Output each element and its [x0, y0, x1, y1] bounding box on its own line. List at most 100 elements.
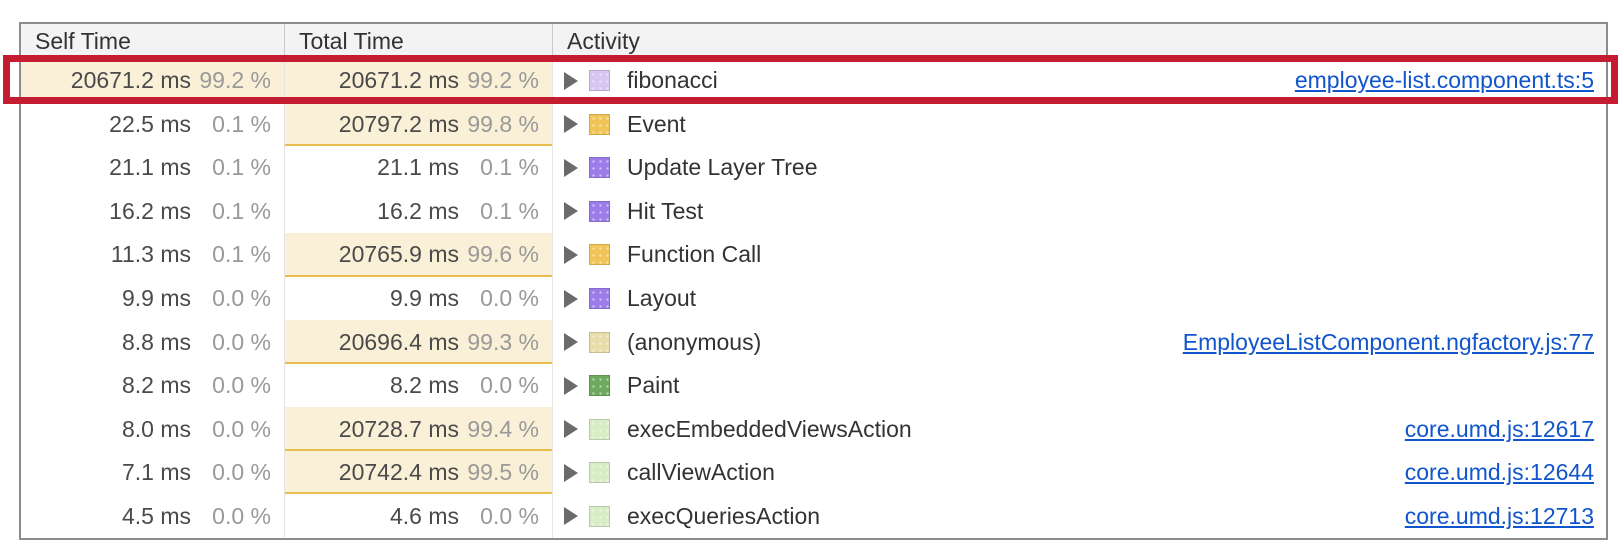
- total-time-value: 20728.7 ms: [338, 415, 459, 442]
- table-row[interactable]: 8.2 ms 0.0 % 8.2 ms 0.0 % Paint: [21, 363, 1606, 408]
- self-time-cell: 7.1 ms 0.0 %: [21, 450, 285, 495]
- self-time-cell: 9.9 ms 0.0 %: [21, 276, 285, 321]
- self-time-percent: 0.0 %: [212, 459, 271, 486]
- activity-cell: Update Layer Tree: [553, 146, 1606, 190]
- column-header-activity[interactable]: Activity: [567, 27, 640, 54]
- source-link[interactable]: core.umd.js:12644: [1404, 459, 1594, 486]
- self-time-percent: 0.0 %: [212, 502, 271, 529]
- total-time-cell: 4.6 ms 0.0 %: [285, 494, 553, 539]
- total-time-value: 8.2 ms: [389, 372, 459, 399]
- total-time-value: 4.6 ms: [389, 502, 459, 529]
- table-row[interactable]: 20671.2 ms 99.2 % 20671.2 ms 99.2 % fibo…: [21, 59, 1606, 103]
- rendering-purple-swatch-icon: [589, 200, 610, 222]
- bottom-up-table: Self Time Total Time Activity 20671.2 ms…: [19, 22, 1608, 540]
- expand-arrow-icon[interactable]: [564, 202, 578, 221]
- self-time-value: 11.3 ms: [110, 241, 191, 268]
- table-row[interactable]: 7.1 ms 0.0 % 20742.4 ms 99.5 % callViewA…: [21, 450, 1606, 495]
- table-row[interactable]: 8.8 ms 0.0 % 20696.4 ms 99.3 % (anonymou…: [21, 320, 1606, 364]
- total-time-cell: 20696.4 ms 99.3 %: [285, 320, 553, 364]
- self-time-cell: 8.0 ms 0.0 %: [21, 407, 285, 451]
- total-time-percent: 99.5 %: [467, 459, 539, 486]
- expand-arrow-icon[interactable]: [564, 158, 578, 177]
- js-frame-purple-swatch-icon: [589, 70, 610, 92]
- total-time-value: 21.1 ms: [377, 154, 459, 181]
- activity-label: Event: [627, 110, 686, 137]
- source-link[interactable]: core.umd.js:12617: [1404, 415, 1594, 442]
- source-link[interactable]: core.umd.js:12713: [1404, 502, 1594, 529]
- activity-label: execQueriesAction: [627, 502, 821, 529]
- total-time-value: 9.9 ms: [389, 285, 459, 311]
- total-time-percent: 0.1 %: [480, 154, 539, 181]
- self-time-value: 8.2 ms: [121, 372, 191, 399]
- expand-arrow-icon[interactable]: [564, 245, 578, 264]
- activity-cell: execQueriesAction core.umd.js:12713: [553, 494, 1606, 538]
- self-time-percent: 0.0 %: [212, 372, 271, 399]
- activity-label: Hit Test: [627, 197, 704, 224]
- column-header-self-time[interactable]: Self Time: [21, 24, 285, 58]
- self-time-percent: 0.1 %: [212, 197, 271, 224]
- self-time-value: 8.0 ms: [121, 415, 191, 442]
- js-frame-beige-swatch-icon: [589, 331, 610, 353]
- activity-label: Paint: [627, 372, 680, 399]
- js-frame-green-swatch-icon: [589, 505, 610, 527]
- total-time-value: 20797.2 ms: [338, 110, 459, 137]
- table-row[interactable]: 4.5 ms 0.0 % 4.6 ms 0.0 % execQueriesAct…: [21, 494, 1606, 539]
- total-time-percent: 99.4 %: [467, 415, 539, 442]
- total-time-value: 20742.4 ms: [338, 459, 459, 486]
- table-row[interactable]: 9.9 ms 0.0 % 9.9 ms 0.0 % Layout: [21, 276, 1606, 321]
- source-link[interactable]: employee-list.component.ts:5: [1294, 67, 1594, 94]
- self-time-percent: 0.0 %: [212, 328, 271, 355]
- expand-arrow-icon[interactable]: [564, 463, 578, 482]
- total-time-cell: 9.9 ms 0.0 %: [285, 276, 553, 321]
- total-time-percent: 0.1 %: [480, 197, 539, 224]
- source-link[interactable]: EmployeeListComponent.ngfactory.js:77: [1182, 328, 1594, 355]
- total-time-cell: 20797.2 ms 99.8 %: [285, 102, 553, 147]
- expand-arrow-icon[interactable]: [564, 420, 578, 439]
- activity-cell: Hit Test: [553, 190, 1606, 234]
- total-time-value: 20671.2 ms: [338, 67, 459, 94]
- total-time-cell: 21.1 ms 0.1 %: [285, 146, 553, 190]
- self-time-value: 9.9 ms: [121, 285, 191, 311]
- activity-cell: Paint: [553, 364, 1606, 408]
- self-time-value: 7.1 ms: [121, 459, 191, 486]
- self-time-percent: 0.0 %: [212, 285, 271, 311]
- expand-arrow-icon[interactable]: [564, 289, 578, 308]
- table-row[interactable]: 11.3 ms 0.1 % 20765.9 ms 99.6 % Function…: [21, 233, 1606, 277]
- activity-cell: Function Call: [553, 233, 1606, 277]
- expand-arrow-icon[interactable]: [564, 115, 578, 134]
- self-time-cell: 11.3 ms 0.1 %: [21, 233, 285, 277]
- self-time-cell: 20671.2 ms 99.2 %: [21, 59, 285, 103]
- activity-label: Function Call: [627, 241, 762, 268]
- self-time-percent: 0.1 %: [212, 154, 271, 181]
- table-body: 20671.2 ms 99.2 % 20671.2 ms 99.2 % fibo…: [21, 59, 1606, 539]
- activity-label: Layout: [627, 285, 697, 311]
- self-time-value: 21.1 ms: [109, 154, 191, 181]
- table-row[interactable]: 16.2 ms 0.1 % 16.2 ms 0.1 % Hit Test: [21, 189, 1606, 234]
- activity-label: Update Layer Tree: [627, 154, 818, 181]
- table-row[interactable]: 21.1 ms 0.1 % 21.1 ms 0.1 % Update Layer…: [21, 146, 1606, 190]
- expand-arrow-icon[interactable]: [564, 376, 578, 395]
- total-time-percent: 0.0 %: [480, 285, 539, 311]
- total-time-percent: 99.3 %: [467, 328, 539, 355]
- table-header: Self Time Total Time Activity: [21, 24, 1606, 59]
- table-row[interactable]: 22.5 ms 0.1 % 20797.2 ms 99.8 % Event: [21, 102, 1606, 147]
- self-time-value: 4.5 ms: [121, 502, 191, 529]
- rendering-purple-swatch-icon: [589, 157, 610, 179]
- total-time-percent: 99.6 %: [467, 241, 539, 268]
- expand-arrow-icon[interactable]: [564, 507, 578, 526]
- total-time-value: 20765.9 ms: [338, 241, 459, 268]
- expand-arrow-icon[interactable]: [564, 71, 578, 90]
- total-time-percent: 99.2 %: [467, 67, 539, 94]
- total-time-cell: 20728.7 ms 99.4 %: [285, 407, 553, 451]
- activity-label: callViewAction: [627, 459, 775, 486]
- total-time-percent: 99.8 %: [467, 110, 539, 137]
- self-time-cell: 8.2 ms 0.0 %: [21, 363, 285, 408]
- scripting-yellow-swatch-icon: [589, 113, 610, 135]
- expand-arrow-icon[interactable]: [564, 333, 578, 352]
- self-time-cell: 4.5 ms 0.0 %: [21, 494, 285, 539]
- js-frame-green-swatch-icon: [589, 418, 610, 440]
- activity-cell: Layout: [553, 277, 1606, 321]
- table-row[interactable]: 8.0 ms 0.0 % 20728.7 ms 99.4 % execEmbed…: [21, 407, 1606, 451]
- total-time-cell: 20765.9 ms 99.6 %: [285, 233, 553, 277]
- column-header-total-time[interactable]: Total Time: [285, 24, 553, 58]
